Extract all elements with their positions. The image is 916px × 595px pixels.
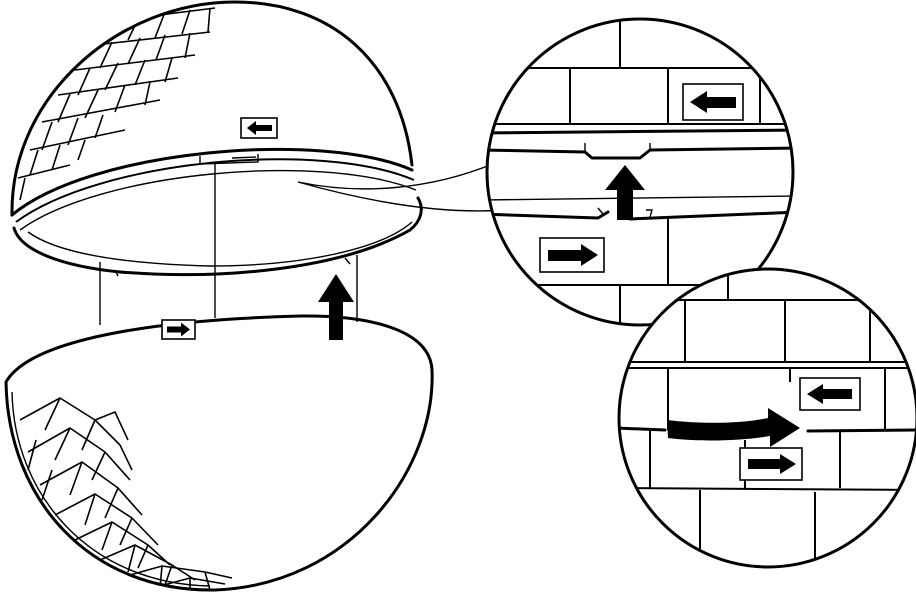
detail1-arrow-left-label — [682, 83, 744, 121]
alignment-guides — [99, 164, 358, 325]
upper-dome — [10, 0, 423, 277]
lower-dome-tiles — [19, 397, 233, 591]
arrow-right-icon — [548, 244, 598, 266]
lower-arrow-right-label — [161, 319, 196, 340]
arrow-up-icon — [318, 274, 354, 340]
curved-arrow-right-icon — [667, 408, 800, 447]
detail-rotate-lock — [617, 267, 916, 569]
lower-dome — [4, 314, 434, 592]
arrow-right-icon — [748, 454, 796, 474]
upper-arrow-left-label — [240, 117, 278, 139]
upper-dome-tiles — [17, 7, 216, 201]
arrow-right-icon — [167, 322, 190, 337]
detail1-arrow-right-label — [539, 237, 605, 273]
callout-leader — [297, 162, 506, 212]
detail2-arrow-left-label — [799, 377, 861, 411]
arrow-up-icon — [605, 165, 645, 220]
detail2-arrow-right-label — [739, 447, 803, 481]
arrow-left-icon — [807, 384, 852, 404]
arrow-left-icon — [690, 91, 736, 113]
arrow-left-icon — [247, 121, 272, 135]
